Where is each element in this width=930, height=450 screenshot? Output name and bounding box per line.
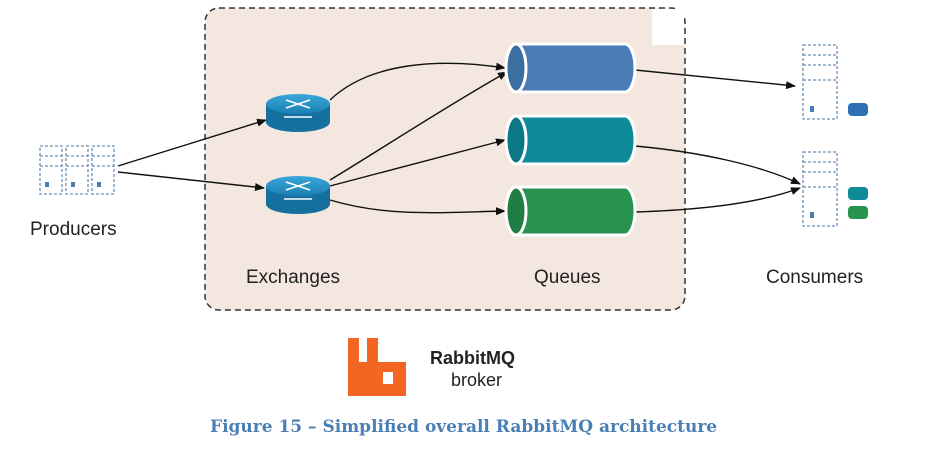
queue-blue xyxy=(504,42,637,94)
consumer-1-queue-badge-blue xyxy=(848,103,868,116)
queues-label: Queues xyxy=(534,267,601,288)
consumer-1-led xyxy=(810,106,814,112)
queue-teal xyxy=(504,114,637,166)
consumer-2-queue-badge-green xyxy=(848,206,868,219)
arrow-producers-to-exchange-1 xyxy=(117,118,267,167)
arrow-queue-green-to-consumer-2 xyxy=(634,187,801,213)
exchanges-label: Exchanges xyxy=(246,267,340,288)
rabbitmq-logo xyxy=(348,338,406,396)
producers-server-leds xyxy=(45,182,101,187)
producers-label: Producers xyxy=(30,219,117,240)
arrow-producers-to-exchange-2 xyxy=(117,171,265,191)
figure-caption: Figure 15 – Simplified overall RabbitMQ … xyxy=(210,417,717,437)
exchange-2-router-icon xyxy=(266,176,330,214)
arrow-queue-blue-to-consumer-1 xyxy=(634,69,796,90)
queue-green xyxy=(504,185,637,237)
arrow-exchange-2-to-queue-blue xyxy=(329,71,508,181)
consumer-1-server-rack-icon xyxy=(802,44,838,120)
producers-server-rack-icon xyxy=(39,145,115,195)
arrow-exchange-1-to-queue-blue xyxy=(329,62,506,101)
consumer-2-led xyxy=(810,212,814,218)
broker-brand: RabbitMQ xyxy=(430,348,515,368)
arrow-exchange-2-to-queue-green xyxy=(329,199,506,216)
consumers-label: Consumers xyxy=(766,267,863,288)
exchange-1-router-icon xyxy=(266,94,330,132)
consumer-2-server-rack-icon xyxy=(802,151,838,227)
arrow-exchange-2-to-queue-teal xyxy=(329,138,506,187)
consumer-2-queue-badge-teal xyxy=(848,187,868,200)
arrow-queue-teal-to-consumer-2 xyxy=(634,145,801,185)
broker-subtitle: broker xyxy=(451,370,502,390)
broker-corner-patch xyxy=(652,9,684,45)
